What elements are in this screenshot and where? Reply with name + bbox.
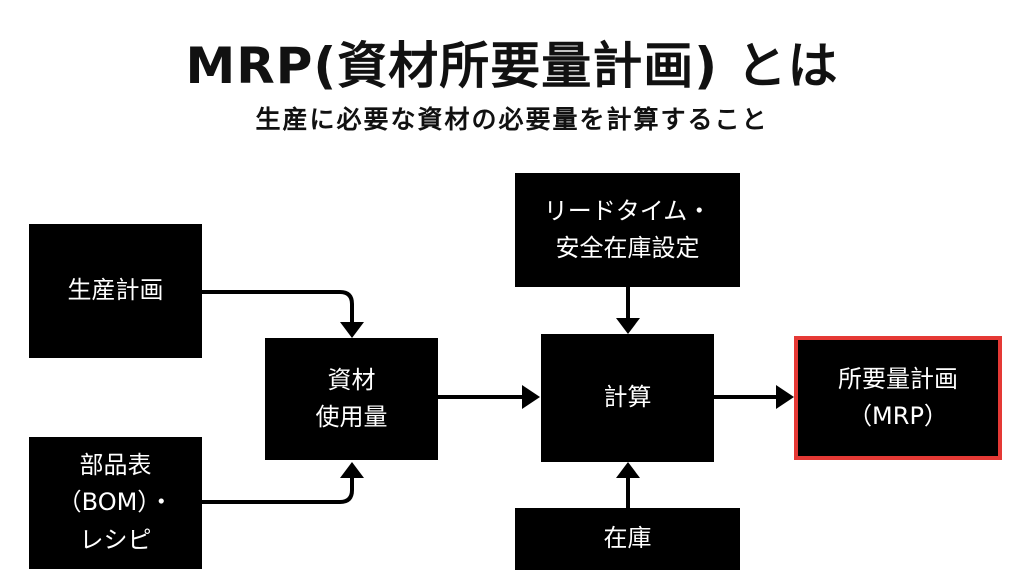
arrowhead-leadtime-to-calculation [616,318,640,334]
node-production-plan: 生産計画 [29,224,202,358]
arrowhead-inventory-to-calculation [616,462,640,478]
node-bom: 部品表 （BOM）・ レシピ [29,437,202,569]
arrowhead-calculation-to-mrp [776,385,794,409]
arrowhead-usage-to-calculation [522,385,540,409]
arrowhead-production-to-usage [340,322,364,338]
node-mrp-result: 所要量計画 （MRP） [794,336,1002,460]
arrow-production-to-usage [202,290,354,323]
arrowhead-bom-to-usage [340,462,364,478]
page-title: MRP(資材所要量計画) とは [185,37,839,95]
node-material-usage: 資材 使用量 [265,338,438,460]
node-calculation: 計算 [541,334,714,462]
node-lead-time: リードタイム・ 安全在庫設定 [515,173,740,287]
arrow-bom-to-usage [202,477,354,504]
node-inventory: 在庫 [515,508,740,570]
page-subtitle: 生産に必要な資材の必要量を計算すること [255,105,769,134]
